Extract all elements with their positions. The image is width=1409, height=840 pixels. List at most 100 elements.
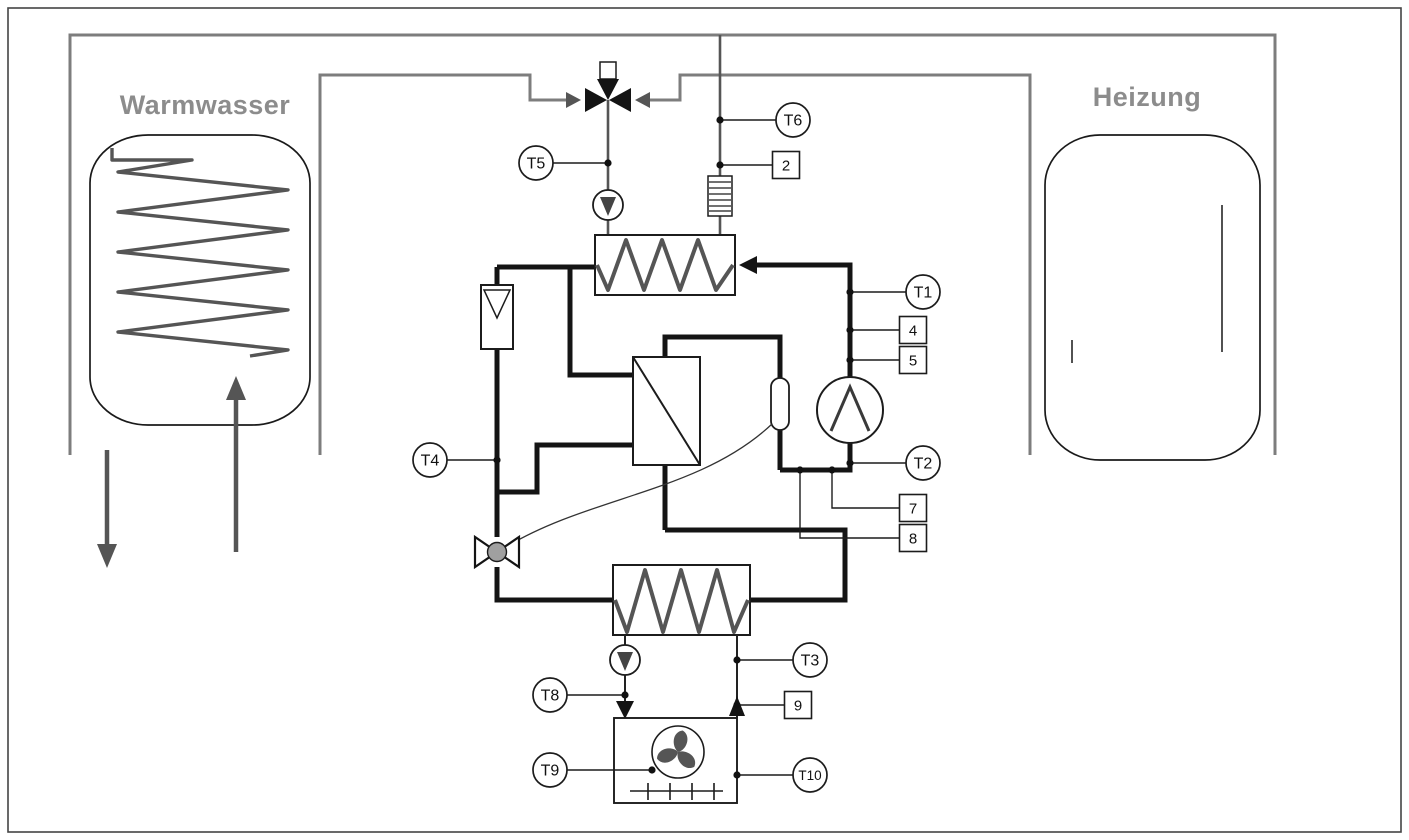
- evaporator-coil: [613, 568, 750, 634]
- coil-grille-ticks: [647, 783, 715, 800]
- junction-dot: [846, 326, 854, 334]
- io-box: [898, 493, 928, 523]
- io-box: [898, 523, 928, 553]
- tank-coil-heat-exchanger: [110, 148, 290, 358]
- circulation-pump-bottom: [609, 644, 641, 676]
- three-way-mixing-valve: [585, 61, 631, 112]
- heizung-supply-pipe: [650, 73, 1032, 455]
- junction-dot: [846, 288, 854, 296]
- io-box-9: 9: [733, 690, 813, 720]
- sensor-T5: T5: [518, 145, 612, 181]
- condenser-coil: [595, 238, 735, 292]
- sensor-circle: [532, 752, 568, 788]
- evaporator: [612, 564, 751, 636]
- condenser: [594, 234, 736, 296]
- sensor-T9-label: T9: [541, 763, 560, 780]
- heizung-tank-outline: [1044, 134, 1261, 461]
- junction-dot: [733, 701, 741, 709]
- expansion-to-evaporator-line: [494, 567, 613, 603]
- sensor-circle: [905, 445, 941, 481]
- expansion-valve-actuator: [486, 541, 508, 563]
- sensor-T10: T10: [733, 757, 828, 793]
- expansion-valve-right-triangle: [495, 534, 521, 570]
- tap-water-arrows: [97, 376, 246, 568]
- io-box-7-label: 7: [909, 501, 917, 518]
- io-box: [783, 690, 813, 720]
- junction-dot: [716, 161, 724, 169]
- suction-line-bulb: [770, 377, 790, 431]
- io-box-9-label: 9: [794, 698, 802, 715]
- liquid-line-to-hx: [567, 267, 633, 378]
- inlet-arrow-up-icon: [226, 376, 246, 400]
- filter-drier-triangle: [482, 289, 512, 320]
- compressor: [816, 376, 884, 444]
- sensor-T2: T2: [846, 445, 941, 481]
- pump-bottom-rotor-icon: [617, 652, 633, 671]
- sensor-T1-label: T1: [914, 285, 933, 302]
- heizung-label: Heizung: [1093, 82, 1202, 112]
- io-box: [771, 150, 801, 180]
- pump-top-rotor-icon: [600, 197, 616, 216]
- electric-heater: [707, 175, 733, 217]
- junction-dot: [493, 456, 501, 464]
- sensor-circle: [518, 145, 554, 181]
- fan-unit: [613, 717, 738, 804]
- flow-arrow-right-icon: [635, 92, 650, 108]
- io-box-8-label: 8: [909, 531, 917, 548]
- io-box-2: 2: [716, 150, 801, 180]
- junction-dot: [733, 771, 741, 779]
- filter-drier: [480, 284, 514, 350]
- outdoor-supply-arrow-down-icon: [616, 701, 634, 719]
- internal-heat-exchanger: [632, 356, 701, 466]
- io-box-5: 5: [846, 345, 928, 375]
- liquid-line-from-hx: [497, 442, 633, 495]
- sensor-T8-label: T8: [541, 688, 560, 705]
- io-box-2-label: 2: [782, 158, 790, 175]
- junction-dot: [716, 116, 724, 124]
- junction-dot: [796, 466, 804, 474]
- sensor-T5-label: T5: [527, 156, 546, 173]
- internal-hx-diagonal: [632, 356, 701, 466]
- sensor-circle: [792, 642, 828, 678]
- sensor-circle: [412, 442, 448, 478]
- io-box-8: 8: [796, 466, 928, 553]
- valve-left-triangle: [585, 88, 607, 112]
- junction-dot: [604, 159, 612, 167]
- outlet-arrow-down-icon: [97, 544, 117, 568]
- sensor-circle: [792, 757, 828, 793]
- discharge-line: [755, 262, 853, 379]
- sensor-T6: T6: [716, 102, 811, 138]
- sensor-T8: T8: [532, 677, 629, 713]
- suction-line-lower: [665, 527, 848, 603]
- sensor-T3: T3: [733, 642, 828, 678]
- valve-top-triangle: [597, 79, 619, 100]
- sensor-T2-label: T2: [914, 456, 933, 473]
- sensor-circle: [775, 102, 811, 138]
- expansion-valve-left-triangle: [473, 534, 499, 570]
- sensor-T4-label: T4: [421, 453, 440, 470]
- io-box-4: 4: [846, 315, 928, 345]
- valve-right-triangle: [609, 88, 631, 112]
- sensor-T3-label: T3: [801, 653, 820, 670]
- heater-body: [707, 175, 733, 217]
- outer-loop-pipe: [68, 33, 1277, 455]
- heizung-tank: [1044, 134, 1261, 461]
- io-box-7: 7: [828, 466, 928, 523]
- expansion-valve: [473, 534, 521, 570]
- junction-dot: [733, 656, 741, 664]
- io-box: [898, 315, 928, 345]
- compressor-symbol: [829, 383, 871, 432]
- io-box-5-label: 5: [909, 353, 917, 370]
- junction-dot: [846, 459, 854, 467]
- junction-dot: [648, 766, 656, 774]
- io-box-4-label: 4: [909, 323, 917, 340]
- sensor-circle: [532, 677, 568, 713]
- capillary-line: [505, 423, 773, 548]
- fan-blades-icon: [657, 730, 696, 768]
- warmwasser-label: Warmwasser: [120, 90, 291, 120]
- flow-arrow-left-icon: [566, 92, 581, 108]
- io-box: [898, 345, 928, 375]
- sensor-T4: T4: [412, 442, 501, 478]
- sensor-T9: T9: [532, 752, 656, 788]
- junction-dot: [846, 356, 854, 364]
